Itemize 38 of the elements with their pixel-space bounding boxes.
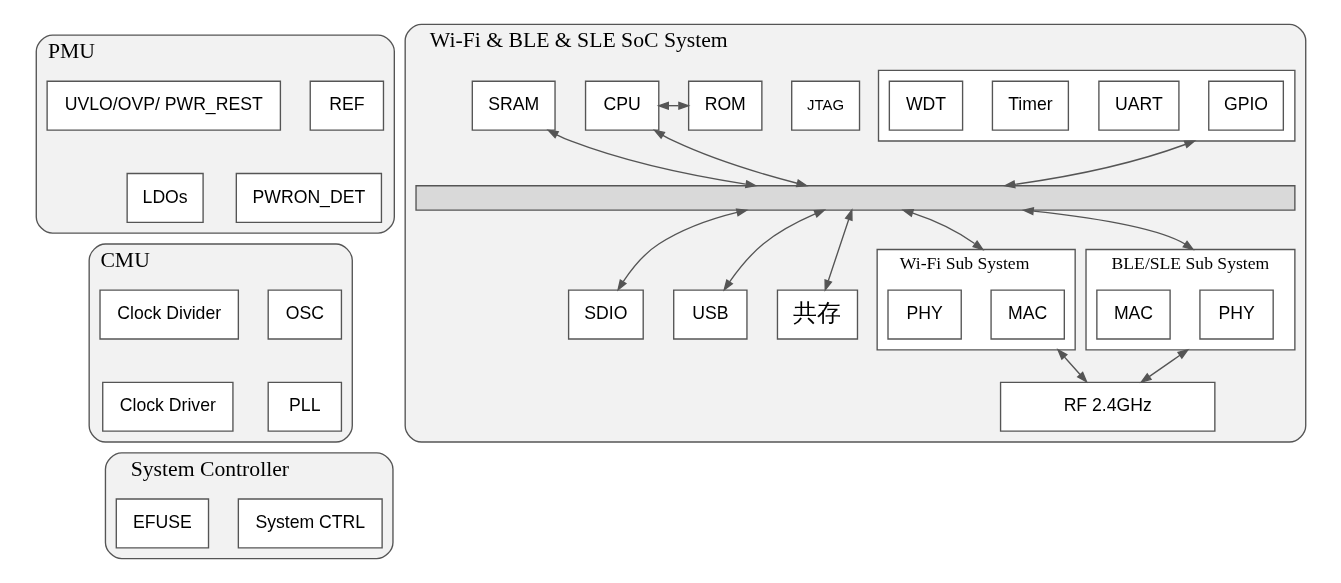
- node-box: USB: [672, 289, 748, 340]
- node-box: Clock Divider: [98, 289, 239, 340]
- arrow: [722, 209, 826, 292]
- node-box: LDOs: [125, 172, 204, 223]
- node-box: System CTRL: [237, 498, 383, 549]
- node-box: UART: [1097, 80, 1180, 131]
- arrow: [1139, 348, 1189, 384]
- cluster: [877, 69, 1296, 142]
- node-box: Clock Driver: [101, 381, 234, 432]
- node-box: EFUSE: [115, 498, 209, 549]
- node-box: UVLO/OVP/ PWR_REST: [45, 80, 281, 131]
- node-box: WDT: [888, 80, 963, 131]
- arrow: [1056, 348, 1088, 384]
- node-box: PLL: [267, 381, 342, 432]
- node-box: MAC: [989, 289, 1065, 340]
- arrow: [616, 208, 749, 292]
- node-box: RF 2.4GHz: [999, 381, 1216, 432]
- node-box: PHY: [1198, 289, 1274, 340]
- arrow: [823, 208, 853, 292]
- node-box: PWRON_DET: [235, 172, 382, 223]
- node-bar: [414, 185, 1296, 211]
- node-box: SRAM: [471, 80, 556, 131]
- node-box: GPIO: [1207, 80, 1284, 131]
- arrow: [1021, 206, 1195, 251]
- node-box: CPU: [584, 80, 659, 131]
- arrow: [545, 129, 758, 189]
- node-box: ROM: [687, 80, 763, 131]
- node-box: SDIO: [567, 289, 644, 340]
- node-box: MAC: [1095, 289, 1171, 340]
- node-box: REF: [309, 80, 384, 131]
- node-box: Timer: [991, 80, 1069, 131]
- arrow: [900, 209, 984, 251]
- arrow: [652, 129, 809, 188]
- node-box: JTAG: [790, 80, 860, 131]
- node-box: OSC: [267, 289, 342, 340]
- arrow: [1002, 140, 1196, 189]
- node-box: PHY: [886, 289, 962, 340]
- node-box: 共存: [776, 289, 858, 340]
